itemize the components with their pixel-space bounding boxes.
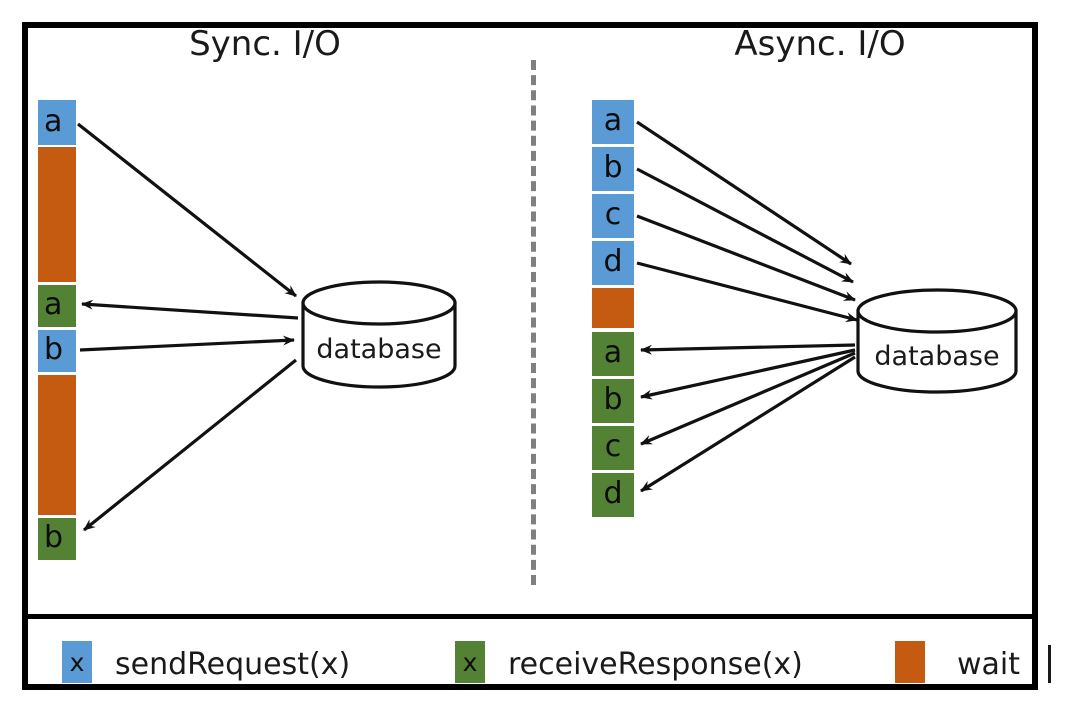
sync-block-receive-b: b bbox=[38, 518, 76, 560]
block-label: d bbox=[603, 244, 623, 279]
legend-swatch-send-request: x bbox=[62, 641, 92, 683]
legend-divider bbox=[28, 614, 1032, 619]
sync-block-wait-2 bbox=[38, 375, 76, 515]
async-block-send-b: b bbox=[592, 147, 634, 191]
legend-swatch-text: x bbox=[462, 647, 478, 677]
panel-divider bbox=[531, 60, 536, 585]
legend-label-wait: wait bbox=[957, 647, 1021, 682]
async-block-send-d: d bbox=[592, 241, 634, 285]
block-label: b bbox=[44, 332, 64, 367]
block-label: b bbox=[44, 520, 64, 555]
block-label: b bbox=[603, 150, 623, 185]
stray-tick-mark bbox=[1048, 645, 1051, 683]
async-block-receive-d: d bbox=[592, 473, 634, 517]
legend-label-receive-response: receiveResponse(x) bbox=[508, 647, 803, 682]
async-block-wait bbox=[592, 288, 634, 328]
block-label: a bbox=[44, 103, 63, 139]
block-label: b bbox=[603, 382, 623, 417]
block-label: c bbox=[604, 429, 622, 464]
block-label: a bbox=[44, 287, 63, 322]
async-block-receive-c: c bbox=[592, 426, 634, 470]
async-block-send-c: c bbox=[592, 194, 634, 238]
legend-swatch-receive-response: x bbox=[455, 641, 485, 683]
sync-block-send-b: b bbox=[38, 330, 76, 372]
async-block-send-a: a bbox=[592, 100, 634, 144]
legend-swatch-wait bbox=[895, 641, 925, 683]
async-block-receive-a: a bbox=[592, 332, 634, 376]
async-block-receive-b: b bbox=[592, 379, 634, 423]
block-label: a bbox=[603, 335, 623, 370]
sync-block-send-a: a bbox=[38, 100, 76, 145]
sync-block-receive-a: a bbox=[38, 285, 76, 327]
sync-block-wait-1 bbox=[38, 147, 76, 282]
block-label: a bbox=[603, 103, 623, 138]
block-label: c bbox=[604, 197, 622, 232]
block-label: d bbox=[603, 476, 623, 511]
legend-swatch-text: x bbox=[69, 647, 85, 677]
panel-title-async: Async. I/O bbox=[734, 24, 906, 64]
panel-title-sync: Sync. I/O bbox=[189, 24, 341, 64]
legend-label-send-request: sendRequest(x) bbox=[115, 647, 351, 682]
